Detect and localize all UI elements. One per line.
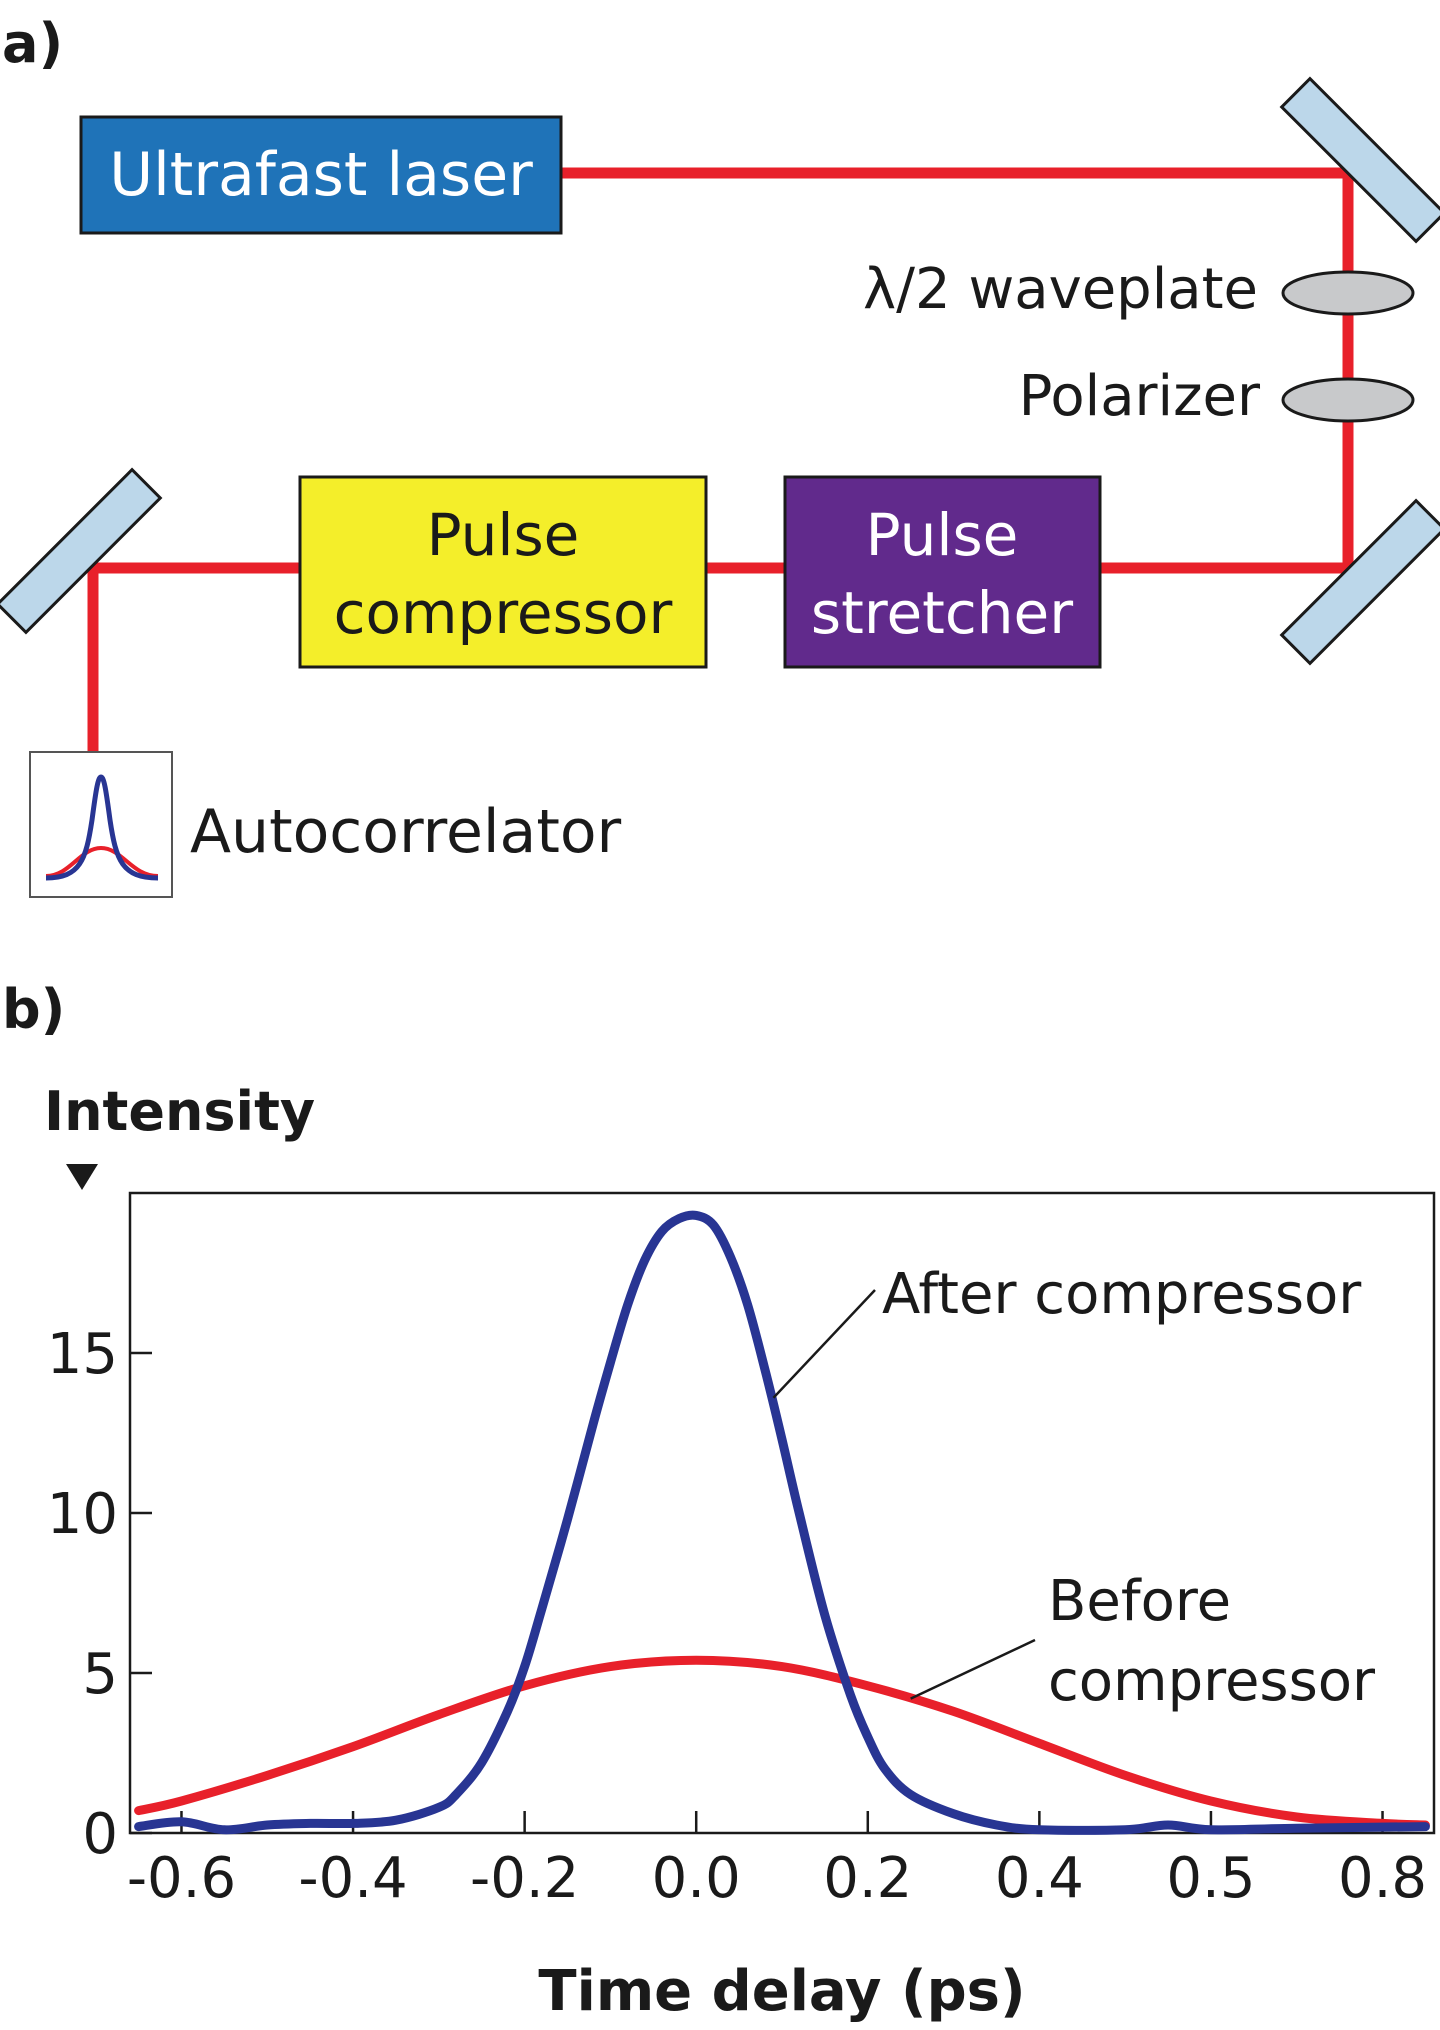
chart-series — [134, 1210, 1430, 1835]
compressor-box — [298, 475, 708, 669]
panel-a: a) λ/2 waveplate Polarizer Ultrafast las… — [0, 12, 1440, 898]
y-tick-label: 5 — [82, 1642, 118, 1707]
y-axis-arrow-icon — [66, 1164, 98, 1190]
laser-box-label: Ultrafast laser — [109, 140, 533, 210]
polarizer-optic — [1281, 377, 1415, 423]
x-tick-label: 0.0 — [652, 1846, 741, 1911]
annotation-leader-after — [772, 1289, 876, 1399]
compressor-label-line1: Pulse — [427, 501, 580, 569]
stretcher-label-line2: stretcher — [811, 579, 1073, 647]
y-tick-label: 10 — [47, 1482, 118, 1547]
mirror-top-right — [1279, 76, 1440, 244]
x-tick-label: -0.6 — [127, 1846, 236, 1911]
x-tick-label: 0.5 — [1166, 1846, 1255, 1911]
annotation-before-line1: Before — [1048, 1569, 1231, 1634]
annotation-leader-before — [910, 1638, 1036, 1700]
laser-beam — [87, 167, 1354, 752]
x-tick-label: -0.4 — [298, 1846, 407, 1911]
waveplate-optic — [1281, 270, 1415, 316]
x-tick-label: 0.2 — [823, 1846, 912, 1911]
series-line-after-compressor — [134, 1210, 1430, 1835]
stretcher-box — [783, 475, 1102, 669]
compressor-label-line2: compressor — [334, 579, 673, 647]
annotation-after-compressor: After compressor — [882, 1262, 1362, 1327]
waveplate-label: λ/2 waveplate — [863, 257, 1258, 322]
y-axis-ticks: 0 5 10 15 — [47, 1322, 152, 1867]
x-tick-label: 0.8 — [1338, 1846, 1427, 1911]
autocorrelator-label: Autocorrelator — [190, 797, 622, 867]
mirror-left — [0, 467, 163, 635]
panel-b: b) Intensity 0 5 10 15 -0.6 -0.4 -0.2 0.0 0.2 0.… — [2, 978, 1436, 2024]
laser-box — [79, 115, 563, 235]
series-line-before-compressor — [134, 1655, 1430, 1830]
beam-segment-top — [560, 167, 1354, 574]
x-tick-label: -0.2 — [470, 1846, 579, 1911]
y-axis-title: Intensity — [44, 1080, 315, 1143]
panel-b-label: b) — [2, 978, 65, 1041]
y-tick-label: 15 — [47, 1322, 118, 1387]
x-tick-label: 0.4 — [995, 1846, 1084, 1911]
x-axis-title: Time delay (ps) — [538, 1959, 1025, 2024]
stretcher-label-line1: Pulse — [866, 501, 1019, 569]
polarizer-label: Polarizer — [1019, 364, 1261, 429]
annotation-before-line2: compressor — [1048, 1649, 1376, 1714]
y-tick-label: 0 — [82, 1802, 118, 1867]
mirror-bottom-right — [1279, 498, 1440, 666]
autocorrelator-icon — [29, 751, 173, 898]
panel-a-label: a) — [2, 12, 63, 75]
x-axis-ticks: -0.6 -0.4 -0.2 0.0 0.2 0.4 0.5 0.8 — [127, 1811, 1427, 1911]
beam-segment-left — [87, 562, 300, 752]
